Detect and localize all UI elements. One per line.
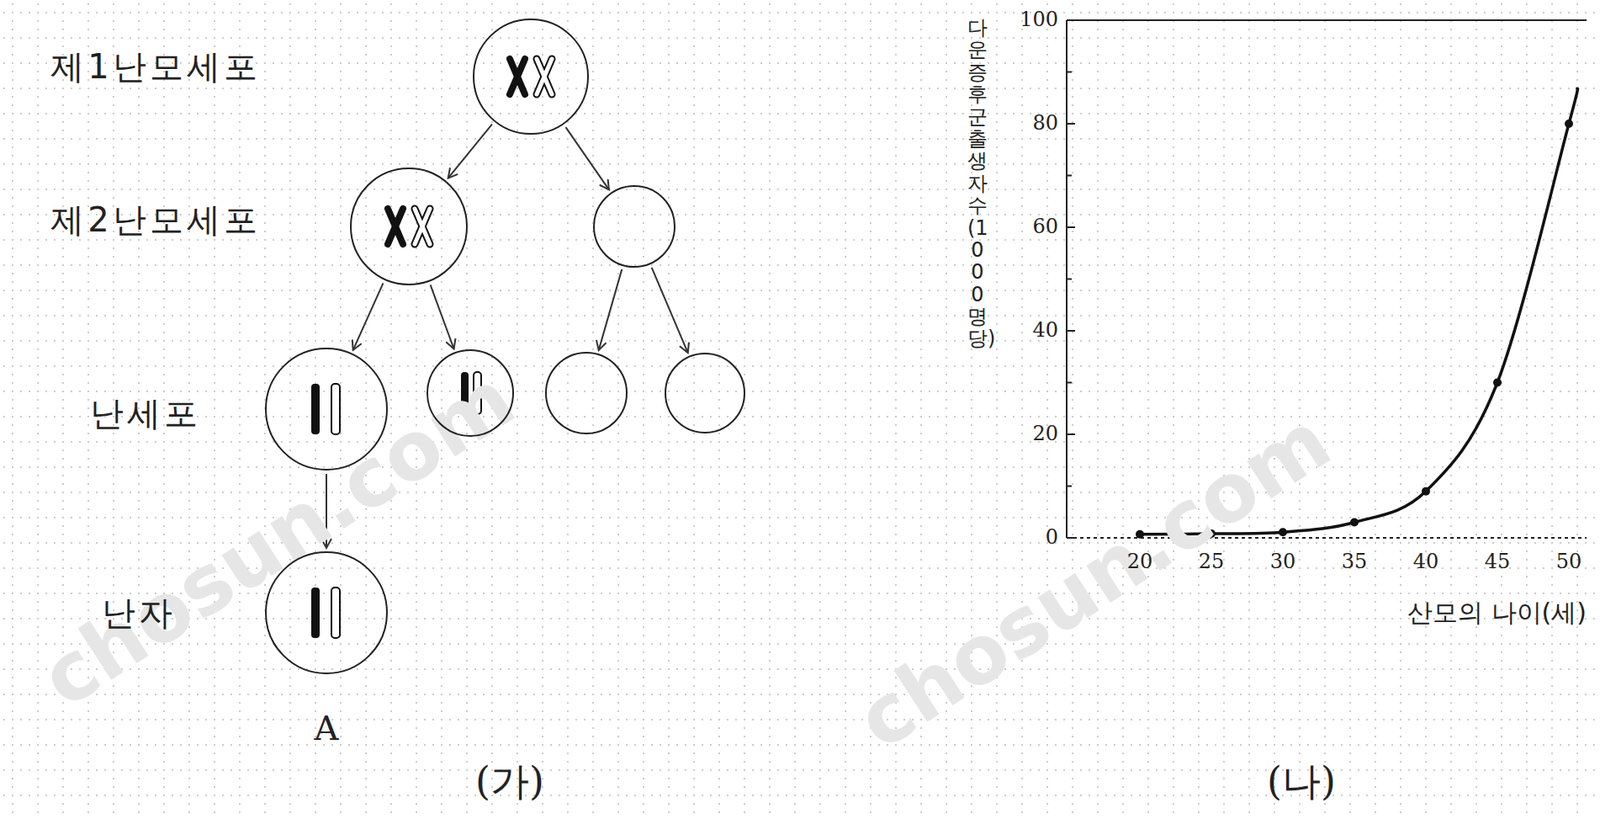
data-point (1278, 527, 1288, 536)
axis-tick (1066, 278, 1072, 281)
cell-circle (472, 18, 589, 135)
tick-label: 40 (1032, 318, 1059, 343)
division-arrow (448, 124, 493, 179)
stage-label: 난세포 (90, 393, 202, 433)
division-arrow (430, 284, 455, 349)
tick-label: 20 (1032, 422, 1059, 446)
chromosome-x-black (387, 58, 525, 244)
tick-label: 50 (1556, 550, 1583, 574)
tick-label: 25 (1198, 550, 1225, 574)
axis-tick (1066, 381, 1072, 384)
chromosome-x-white (414, 58, 552, 244)
tick-label: 45 (1484, 550, 1511, 574)
tick-label: 20 (1127, 550, 1154, 574)
axis-tick (1066, 122, 1076, 125)
tick-label: 40 (1413, 550, 1440, 574)
tick-label: 35 (1341, 550, 1368, 574)
axis-tick (1066, 174, 1072, 177)
axis-ticks (1066, 20, 1076, 538)
axis-tick (1066, 485, 1072, 488)
cell-circle (545, 351, 628, 435)
division-arrow (598, 269, 623, 350)
cell-circle (426, 349, 514, 437)
axis-tick (1066, 433, 1076, 435)
axis-tick (1066, 329, 1076, 332)
cell-circle (349, 167, 468, 286)
stage-label: 제2난모세포 (50, 200, 260, 239)
data-point (1421, 487, 1431, 496)
division-arrow (566, 127, 610, 190)
cell-circle: A (264, 550, 388, 674)
division-arrow (651, 267, 689, 353)
panel-label: (가) (475, 758, 545, 804)
axis-title: 다운 증후군 출생자수 (1000명당) (967, 16, 988, 350)
cell-circle (593, 185, 676, 268)
panel-label: (나) (1266, 758, 1336, 804)
tick-label: 60 (1032, 215, 1059, 239)
tick-label: 80 (1032, 111, 1059, 136)
cell-circle (664, 352, 746, 434)
stage-label: 제1난모세포 (50, 47, 260, 86)
tick-label: 100 (1019, 8, 1059, 32)
tick-label: 0 (1045, 525, 1059, 550)
data-point (1493, 378, 1502, 387)
axis-tick (1066, 71, 1072, 74)
axis-tick (1066, 226, 1076, 228)
cell-letter: A (314, 709, 340, 747)
cell-circle (264, 347, 388, 471)
tick-label: 30 (1270, 550, 1297, 574)
data-point (1564, 119, 1574, 128)
division-arrow (353, 282, 384, 350)
stage-label: 난자 (101, 593, 176, 632)
axis-tick (1066, 19, 1076, 22)
axis-title: 산모의 나이(세) (1407, 598, 1587, 628)
data-point (1350, 518, 1359, 527)
